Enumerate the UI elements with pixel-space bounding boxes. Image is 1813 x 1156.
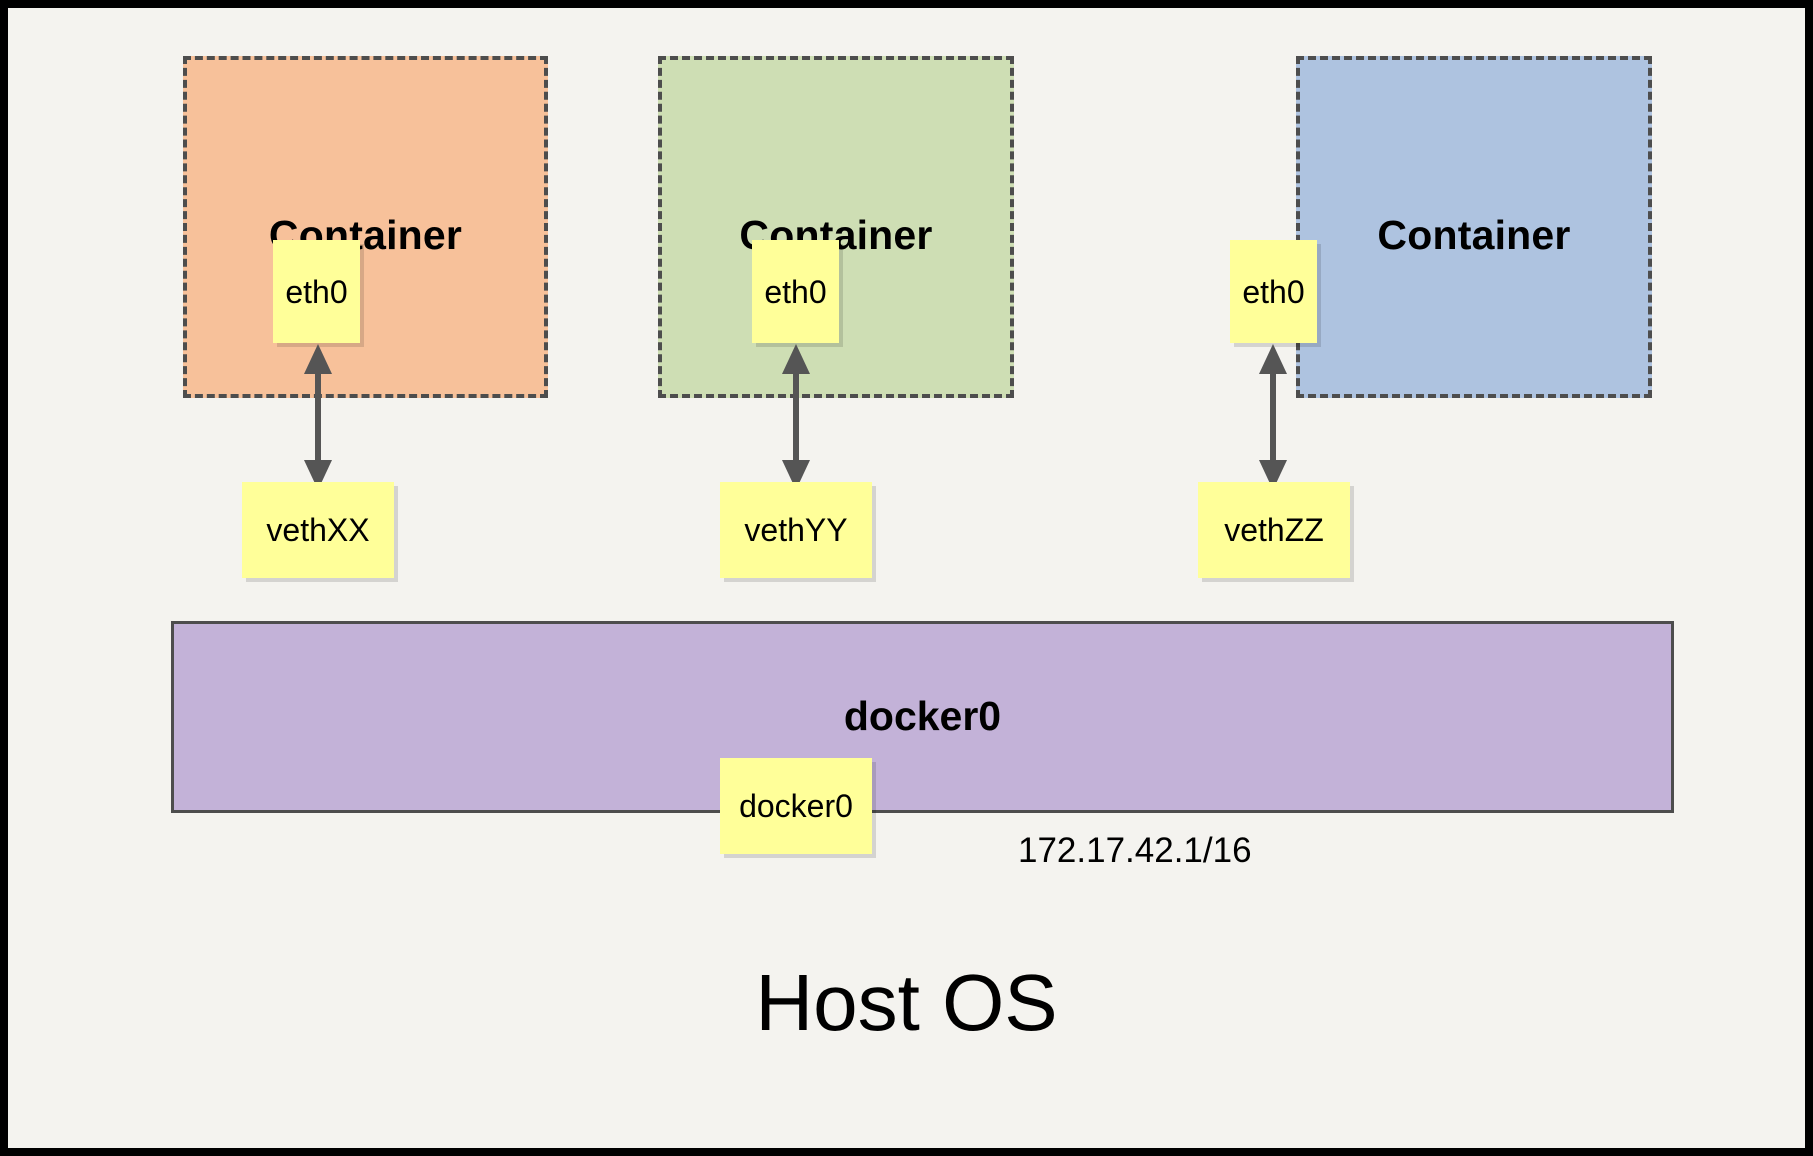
container-box-1[interactable]: Container [183, 56, 548, 398]
veth-chip-3[interactable]: vethZZ [1198, 482, 1350, 578]
container-title-1: Container [268, 212, 463, 258]
docker0-ip-label: 172.17.42.1/16 [1018, 831, 1252, 870]
eth0-chip-2[interactable]: eth0 [752, 240, 839, 343]
arrow-container-3-to-veth [1259, 344, 1287, 490]
docker0-chip[interactable]: docker0 [720, 758, 872, 854]
docker0-chip-label: docker0 [739, 788, 853, 824]
container-box-2[interactable]: Container [658, 56, 1014, 398]
veth-chip-2[interactable]: vethYY [720, 482, 872, 578]
container-box-3[interactable]: Container [1296, 56, 1652, 398]
eth0-chip-3-label: eth0 [1242, 273, 1305, 310]
docker0-bridge-bar[interactable]: docker0 [171, 621, 1674, 813]
veth-chip-3-label: vethZZ [1224, 512, 1324, 548]
eth0-chip-3[interactable]: eth0 [1230, 240, 1317, 343]
eth0-chip-1[interactable]: eth0 [273, 240, 360, 343]
docker0-bar-label: docker0 [843, 693, 1002, 739]
arrow-container-2-to-veth [782, 344, 810, 490]
arrow-container-1-to-veth [304, 344, 332, 490]
eth0-chip-1-label: eth0 [285, 273, 348, 310]
container-title-3: Container [1377, 212, 1571, 258]
host-os-label: Host OS [755, 958, 1058, 1047]
eth0-chip-2-label: eth0 [764, 273, 827, 310]
veth-chip-2-label: vethYY [744, 512, 848, 548]
veth-chip-1[interactable]: vethXX [242, 482, 394, 578]
veth-chip-1-label: vethXX [266, 512, 370, 548]
